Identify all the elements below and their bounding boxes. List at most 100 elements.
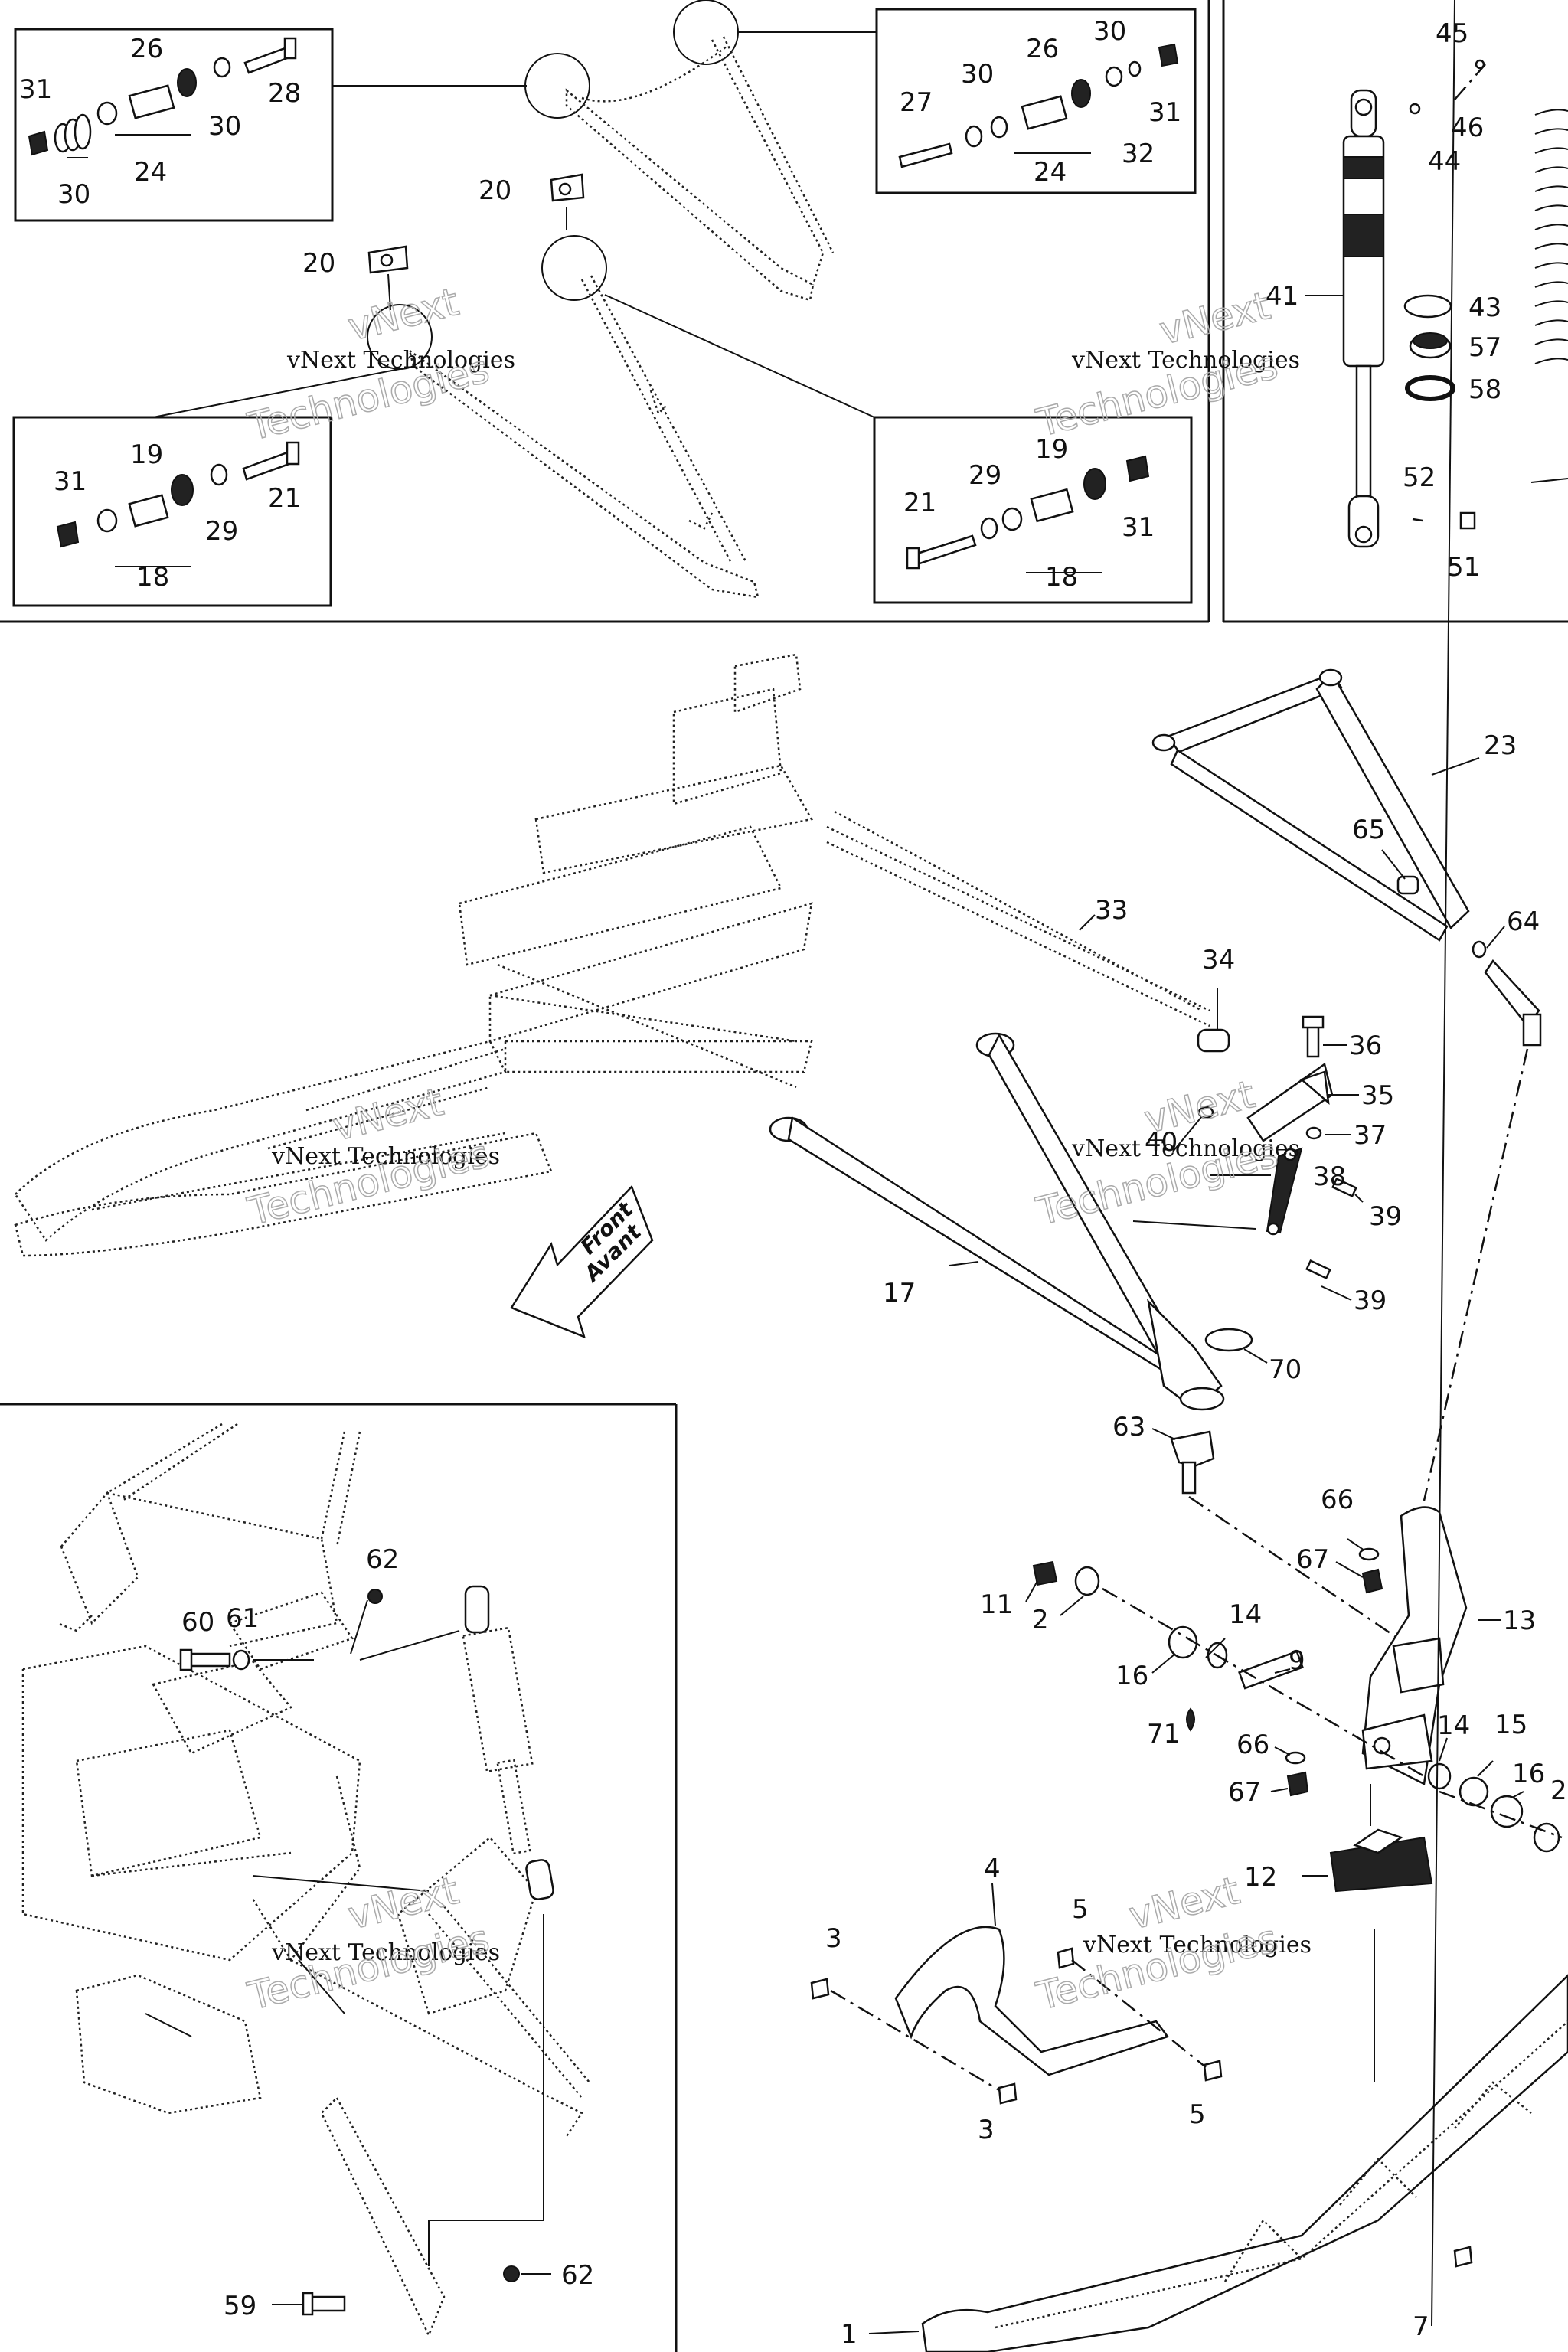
callout: 70 <box>1269 1354 1302 1385</box>
leader-2a <box>1060 1596 1084 1616</box>
callout: 30 <box>961 59 994 90</box>
tie-rod-end-64 <box>1472 940 1542 1047</box>
callout: 18 <box>136 562 169 593</box>
callout: 9 <box>1289 1645 1305 1676</box>
callout: 37 <box>1354 1120 1387 1151</box>
callout: 17 <box>883 1278 916 1308</box>
shock-small-parts <box>1403 59 1485 530</box>
detail-box-lower-right <box>873 416 1193 604</box>
detail-box-upper-left <box>14 28 334 222</box>
link-38 <box>1266 1147 1303 1236</box>
dash-axis-63 <box>1188 1495 1408 1646</box>
ski-handle-4 <box>894 1926 1170 2076</box>
callout: 39 <box>1354 1285 1387 1316</box>
detail-box-lower-left <box>12 416 332 607</box>
callout: 67 <box>1296 1544 1329 1575</box>
callout: 43 <box>1468 292 1501 323</box>
parts-37-40 <box>1197 1106 1322 1140</box>
leader-lower-left-box <box>152 368 400 418</box>
part-7 <box>1453 2246 1473 2268</box>
callout: 31 <box>54 466 87 497</box>
box-ur-parts <box>898 43 1179 168</box>
callout: 39 <box>1369 1201 1402 1232</box>
leader-23 <box>1431 757 1480 776</box>
callout: 24 <box>1034 157 1067 188</box>
arrow-inset-b <box>298 1959 345 2014</box>
callout: 12 <box>1244 1862 1277 1893</box>
callout: 44 <box>1428 146 1461 177</box>
leader-39a <box>1354 1194 1364 1203</box>
callout: 1 <box>841 2319 858 2350</box>
svg-text:vNext Technologies: vNext Technologies <box>1071 347 1300 374</box>
watermark-3: vNext Technologies vNext Technologies <box>243 1079 500 1234</box>
front-direction-arrow: Front Avant <box>510 1184 654 1339</box>
callout: 65 <box>1352 815 1385 845</box>
bracket-35 <box>1246 1062 1334 1142</box>
bolts-3-5 <box>810 1947 1223 2105</box>
callout: 2 <box>1550 1775 1567 1806</box>
svg-text:vNext Technologies: vNext Technologies <box>271 1143 500 1170</box>
callout: 20 <box>479 175 511 206</box>
callout: 30 <box>1093 16 1126 47</box>
ski-1 <box>921 1974 1568 2352</box>
callout: 62 <box>561 2260 594 2291</box>
callout: 30 <box>57 179 90 210</box>
dash-axis-64-13 <box>1423 1048 1529 1501</box>
svg-text:vNext Technologies: vNext Technologies <box>1071 1135 1300 1162</box>
leader-4 <box>991 1883 996 1926</box>
inset-hardware <box>179 1589 520 2316</box>
leader-lower-right-box <box>604 294 875 418</box>
callout: 31 <box>19 74 52 105</box>
spacer-20-upper <box>550 173 585 202</box>
dash-axis-pivot <box>1102 1587 1425 1778</box>
callout: 19 <box>130 439 163 470</box>
leader-1 <box>868 2331 920 2334</box>
callout: 16 <box>1116 1661 1148 1691</box>
pivot-hardware <box>1032 1560 1560 1853</box>
lower-a-arm-17 <box>769 1032 1225 1411</box>
callout: 16 <box>1512 1759 1545 1789</box>
box-lr-parts <box>906 455 1150 570</box>
leader-17 <box>949 1261 979 1266</box>
leader-67a <box>1335 1561 1364 1578</box>
callout: 66 <box>1321 1485 1354 1515</box>
shock-absorber-41 <box>1342 89 1385 548</box>
callout: 26 <box>130 34 163 64</box>
parts-66-67-upper <box>1358 1547 1383 1594</box>
callout: 2 <box>1032 1605 1049 1635</box>
leader-9 <box>1274 1668 1291 1674</box>
callout: 4 <box>984 1854 1001 1884</box>
spindle-13 <box>1361 1506 1468 1785</box>
callout: 33 <box>1095 895 1128 926</box>
chassis-assembly-dotted <box>14 653 1210 1257</box>
callout: 7 <box>1413 2311 1429 2342</box>
leader-17-38 <box>1132 1220 1256 1230</box>
callout: 64 <box>1507 906 1540 937</box>
link-33 <box>834 810 1203 1012</box>
svg-text:vNext: vNext <box>1155 283 1275 354</box>
svg-text:vNext Technologies: vNext Technologies <box>271 1939 500 1966</box>
callout: 40 <box>1145 1127 1178 1158</box>
leader-14b <box>1439 1737 1448 1762</box>
callout: 32 <box>1122 139 1155 169</box>
bolts-39 <box>1305 1177 1357 1280</box>
leader-16b <box>1511 1791 1524 1798</box>
leader-62a <box>350 1599 368 1655</box>
callout: 29 <box>969 460 1001 491</box>
leader-33 <box>1079 914 1096 931</box>
callout: 27 <box>900 87 933 118</box>
callout: 67 <box>1228 1777 1261 1808</box>
leader-63 <box>1152 1428 1176 1440</box>
bushing-34 <box>1197 1028 1230 1053</box>
bolt-36 <box>1302 1015 1325 1058</box>
leader-66b <box>1274 1746 1291 1756</box>
callout: 38 <box>1313 1161 1346 1192</box>
callout: 45 <box>1436 18 1468 49</box>
callout: 20 <box>302 248 335 279</box>
leader-15 <box>1477 1760 1494 1777</box>
callout: 14 <box>1437 1710 1470 1741</box>
callout: 24 <box>134 157 167 188</box>
callout: 5 <box>1072 1894 1089 1925</box>
